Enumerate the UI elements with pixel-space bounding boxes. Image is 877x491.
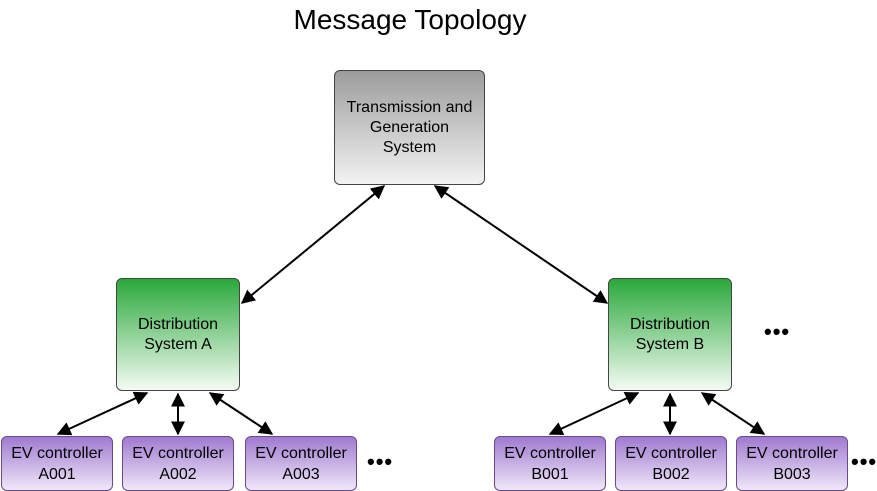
ev-controller-a001-node: EV controller A001 xyxy=(1,436,113,491)
edge-dist-a-ev-a001 xyxy=(56,391,149,436)
ellipsis-distribution: ••• xyxy=(764,319,791,344)
edge-dist-b-ev-b001 xyxy=(548,391,640,436)
distribution-system-a-node: Distribution System A xyxy=(116,278,240,391)
edge-transmission-dist-b xyxy=(433,185,609,304)
edge-dist-a-ev-a003 xyxy=(208,392,274,435)
ellipsis-ev-b: ••• xyxy=(851,449,877,474)
ellipsis-ev-a: ••• xyxy=(367,449,394,474)
transmission-generation-node: Transmission and Generation System xyxy=(334,70,485,185)
ev-controller-b003-node: EV controller B003 xyxy=(736,436,848,491)
distribution-system-b-node: Distribution System B xyxy=(608,278,732,391)
ev-controller-b001-node: EV controller B001 xyxy=(494,436,606,491)
ev-controller-a002-node: EV controller A002 xyxy=(122,436,234,491)
ev-controller-a003-node: EV controller A003 xyxy=(245,436,357,491)
diagram-title: Message Topology xyxy=(293,4,527,35)
edge-transmission-dist-a xyxy=(240,185,386,304)
edge-dist-b-ev-b003 xyxy=(700,392,766,435)
ev-controller-b002-node: EV controller B002 xyxy=(615,436,727,491)
